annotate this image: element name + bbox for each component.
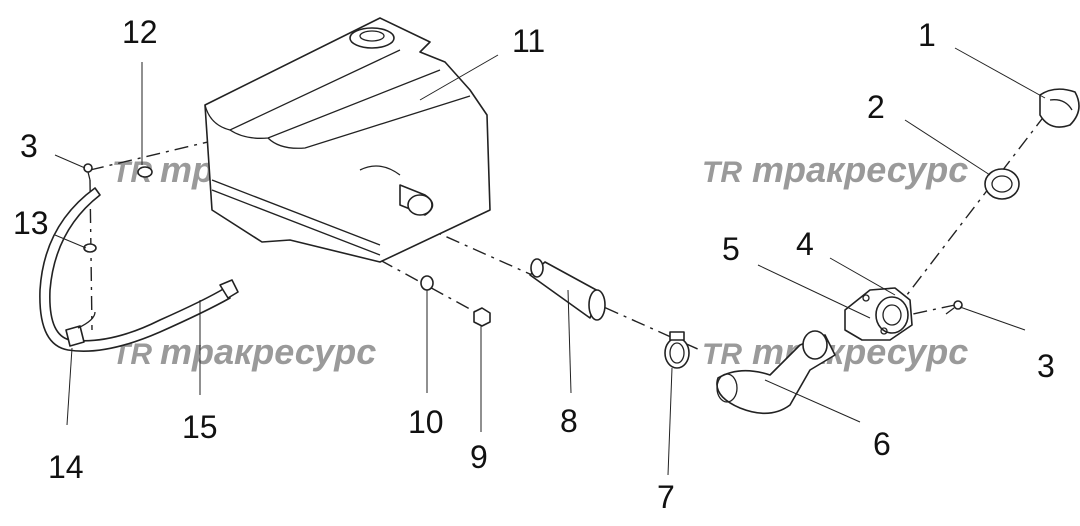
watermark-top-right: TR тракресурс	[702, 149, 968, 190]
callout-3-right: 3	[1037, 348, 1055, 384]
clip-part-12	[137, 166, 153, 178]
callout-1: 1	[918, 17, 936, 53]
watermark-logo: TR	[702, 338, 742, 371]
callout-9: 9	[470, 439, 488, 475]
sleeve-part-8	[529, 258, 606, 321]
callout-6: 6	[873, 426, 891, 462]
nut-part-9	[473, 307, 491, 327]
callout-15: 15	[182, 409, 218, 445]
callout-8: 8	[560, 403, 578, 439]
ring-part-2	[984, 168, 1020, 200]
bent-hose-part-6	[716, 330, 836, 415]
watermark-text: тракресурс	[752, 149, 968, 190]
watermark-logo: TR	[702, 156, 742, 189]
screw-part-3-left	[83, 163, 93, 181]
clamp-part-14	[65, 311, 96, 347]
callout-10: 10	[408, 404, 444, 440]
callout-4: 4	[796, 226, 814, 262]
hose-part-15	[39, 187, 239, 352]
screw-part-3-right	[945, 300, 963, 315]
callout-5: 5	[722, 231, 740, 267]
watermark-text: тракресурс	[160, 331, 376, 372]
tank-part-11	[204, 17, 491, 263]
filler-neck-part-5	[844, 287, 913, 341]
callout-2: 2	[867, 89, 885, 125]
cap-part-1	[1039, 88, 1080, 128]
leader-lines	[54, 47, 1046, 476]
callout-12: 12	[122, 14, 158, 50]
washer-part-13	[83, 243, 97, 253]
callout-3-left: 3	[20, 128, 38, 164]
callout-7: 7	[657, 479, 675, 515]
clamp-part-7	[664, 331, 690, 369]
callout-11: 11	[512, 23, 545, 59]
callout-labels: 1 2 3 3 4 5 6 7 8 9 10 11 12 13 14 15	[13, 14, 1055, 515]
watermark-bottom-left: TR тракресурс	[112, 331, 376, 372]
callout-13: 13	[13, 205, 49, 241]
washer-part-10	[420, 275, 434, 291]
callout-14: 14	[48, 449, 84, 485]
watermark-bottom-right: TR тракресурс	[702, 331, 968, 372]
